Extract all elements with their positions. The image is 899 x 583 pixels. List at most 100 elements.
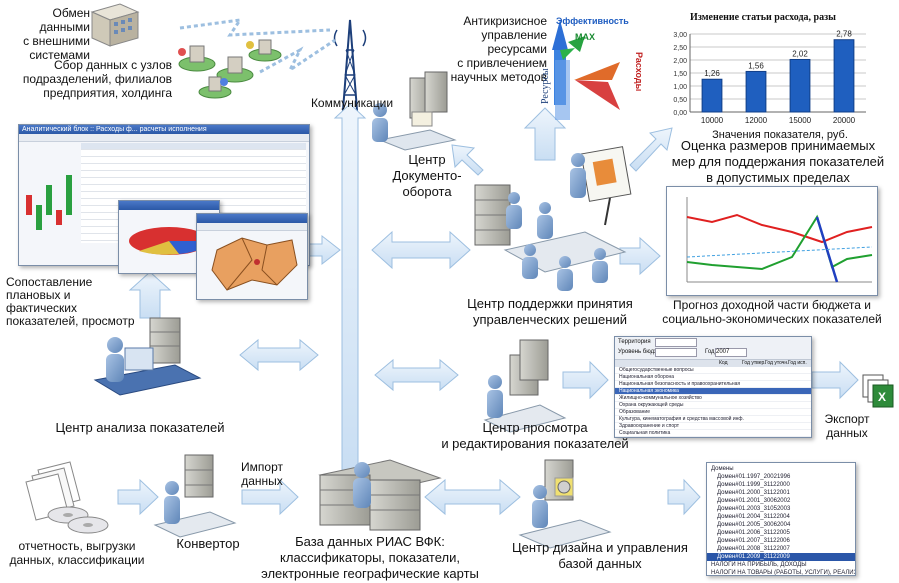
tree-item[interactable]: НАЛОГИ НА ПРИБЫЛЬ, ДОХОДЫ: [711, 562, 807, 568]
y-tick-label: 2,00: [673, 58, 687, 65]
y-tick-label: 2,50: [673, 45, 687, 52]
y-tick-label: 1,50: [673, 71, 687, 78]
analysis-center-icon: [93, 317, 202, 396]
bar: [789, 58, 811, 113]
table-row[interactable]: Здравоохранение и спорт: [615, 423, 811, 430]
row-label: Охрана окружающей среды: [619, 402, 684, 408]
row-label: Общегосударственные вопросы: [619, 367, 694, 373]
table-row[interactable]: Жилищно-коммунальное хозяйство: [615, 395, 811, 402]
label-collection: Сбор данных с узлов подразделений, филиа…: [22, 58, 172, 100]
table-row[interactable]: Социальная политика: [615, 430, 811, 437]
indicators-table: Код Год утвер.Год уточн.Год исп. Общегосуд…: [615, 360, 811, 438]
label-resources: Ресурсы: [540, 68, 551, 104]
table-row[interactable]: Образование: [615, 409, 811, 416]
label-decision-center: Центр поддержки принятия управленческих …: [467, 296, 633, 327]
table-row[interactable]: Общегосударственные вопросы: [615, 367, 811, 374]
tree-item[interactable]: Домен#01.1997_20021996: [717, 474, 791, 480]
central-bus-arrow: [333, 103, 367, 471]
arrow-converter-db: [241, 478, 299, 516]
column-header: Год утвер.: [742, 360, 766, 366]
table-row[interactable]: Национальная безопасность и правоохранит…: [615, 381, 811, 388]
tree-item[interactable]: НАЛОГИ НА ТОВАРЫ (РАБОТЫ, УСЛУГИ), РЕАЛИ…: [711, 570, 855, 576]
row-label: Национальная безопасность и правоохранит…: [619, 381, 741, 387]
tree-item[interactable]: Домен#01.2001_30062002: [717, 498, 791, 504]
data-label: 2,78: [836, 30, 852, 39]
tree-item[interactable]: Домен#01.2007_31122006: [717, 538, 790, 544]
decision-center-icon: [474, 146, 632, 291]
arrow-analysis-comparison: [128, 271, 172, 319]
column-header: Год исп.: [788, 360, 807, 366]
label-design-center: Центр дизайна и управления базой данных: [512, 540, 688, 571]
label-expenses: Расходы: [634, 52, 644, 92]
database-servers-icon: [318, 459, 442, 531]
tree-item[interactable]: Домен#01.2003_31052003: [717, 506, 791, 512]
y-tick-label: 3,00: [673, 32, 687, 39]
filter-year-label: Год: [705, 349, 715, 355]
network-nodes-icon: [178, 39, 282, 99]
year-select[interactable]: 2007: [715, 348, 747, 357]
pie-chart-thumbnail: [129, 227, 209, 255]
indicators-table-header: Код Год утвер.Год уточн.Год исп.: [615, 360, 811, 367]
tree-item[interactable]: Домен#01.2005_30062004: [717, 522, 791, 528]
arrow-screen-export: [811, 360, 859, 400]
table-row[interactable]: Национальная оборона: [615, 374, 811, 381]
svg-text:X: X: [878, 390, 886, 404]
row-label: Национальная экономика: [619, 388, 679, 394]
label-reports: отчетность, выгрузки данных, классификац…: [9, 539, 145, 567]
table-row[interactable]: Охрана окружающей среды: [615, 402, 811, 409]
label-import: Импорт данных: [241, 460, 283, 488]
row-label: Культура, кинематография и средства масс…: [619, 416, 744, 422]
arrow-decision-doc: [451, 144, 484, 176]
tree-item[interactable]: Домен#01.2000_31122001: [717, 490, 790, 496]
data-label: 1,26: [704, 69, 720, 78]
design-center-icon: [518, 459, 612, 549]
column-header: Год уточн.: [765, 360, 789, 366]
bar: [833, 39, 855, 113]
label-exchange: Обмен данными с внешними системами: [23, 6, 90, 62]
territory-select[interactable]: [655, 338, 697, 347]
data-label: 1,56: [748, 61, 764, 70]
table-row[interactable]: Национальная экономика: [615, 388, 811, 395]
row-label: Здравоохранение и спорт: [619, 423, 680, 429]
files-disks-icon: [25, 461, 109, 534]
table-row[interactable]: Культура, кинематография и средства масс…: [615, 416, 811, 423]
bar: [745, 70, 767, 113]
table-row[interactable]: Межбюджетные трансферты: [615, 437, 811, 438]
label-communications: Коммуникации: [310, 96, 394, 110]
bar: [701, 78, 723, 113]
label-export: Экспорт данных: [824, 412, 870, 440]
tree-item[interactable]: Домен#01.2006_31122005: [717, 530, 790, 536]
data-label: 2,02: [792, 49, 808, 58]
budget-select[interactable]: [655, 348, 697, 357]
arrow-bus-view: [374, 358, 459, 392]
tree-item[interactable]: Домен#01.1999_31122000: [717, 482, 790, 488]
tree-item[interactable]: Домен#01.2008_31122007: [717, 546, 790, 552]
arrow-files-converter: [117, 478, 159, 516]
label-max: MAX: [575, 32, 595, 42]
analysis-mini-chart: [26, 175, 72, 230]
tree-item[interactable]: Домены: [711, 466, 734, 472]
forecast-line-chart: [686, 197, 873, 283]
row-label: Социальная политика: [619, 430, 671, 436]
filter-territory-label: Территория: [618, 339, 651, 345]
row-label: Жилищно-коммунальное хозяйство: [619, 395, 702, 401]
excel-export-icon: X: [862, 374, 894, 408]
column-header: Код: [719, 360, 728, 366]
chart-title: Изменение статьи расхода, разы: [690, 12, 836, 23]
forecast-window[interactable]: [666, 186, 878, 296]
converter-icon: [153, 454, 237, 538]
row-label: Национальная оборона: [619, 374, 675, 380]
map-window[interactable]: [196, 213, 308, 300]
label-efficiency: Эффективность: [556, 16, 629, 26]
tree-item[interactable]: Домен#01.2009_31122009: [707, 553, 855, 561]
arrow-decision-chart: [629, 127, 673, 172]
label-anticrisis: Антикризисное управление ресурсами с при…: [450, 14, 547, 84]
arrow-bus-design: [424, 478, 521, 516]
arrow-analysis-bus: [239, 338, 319, 372]
tree-item[interactable]: Домен#01.2004_31122004: [717, 514, 790, 520]
